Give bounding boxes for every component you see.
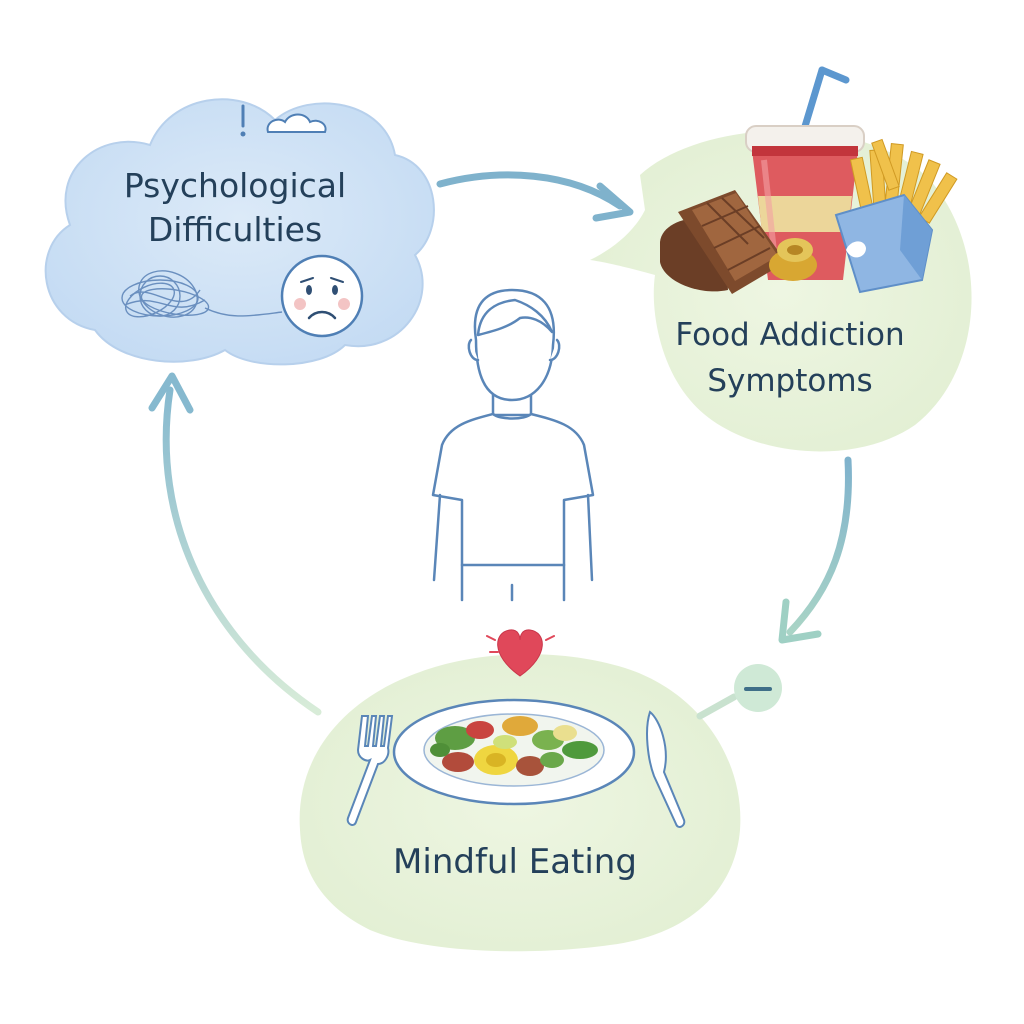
food-addiction-label: Food Addiction Symptoms xyxy=(640,312,940,404)
chocolate-icon xyxy=(660,190,786,294)
arrow-food-to-mindful xyxy=(778,456,852,644)
fork-icon xyxy=(346,715,394,826)
person-figure xyxy=(431,288,595,602)
knife-icon xyxy=(646,710,686,828)
arrow-psych-to-food xyxy=(436,171,634,222)
small-cloud-icon xyxy=(266,113,327,133)
arrow-mindful-to-psych xyxy=(148,372,322,716)
psychological-difficulties-cloud xyxy=(44,98,435,366)
food-addiction-bubble xyxy=(590,66,972,452)
food-addiction-line2: Symptoms xyxy=(707,363,873,399)
plate-icon xyxy=(392,698,636,806)
exclamation-icon xyxy=(240,104,246,137)
fries-icon xyxy=(834,138,958,294)
food-addiction-line1: Food Addiction xyxy=(675,317,905,353)
minus-badge-icon xyxy=(696,664,782,720)
pastry-icon xyxy=(769,238,817,281)
mindful-eating-bubble xyxy=(299,629,741,952)
heart-icon xyxy=(486,629,555,677)
sad-face-icon xyxy=(280,254,364,338)
tangled-thoughts-icon xyxy=(121,270,283,318)
psychological-difficulties-label: Psychological Difficulties xyxy=(70,164,400,252)
mindful-eating-label: Mindful Eating xyxy=(393,842,637,882)
psychological-line2: Difficulties xyxy=(147,210,323,249)
psychological-line1: Psychological xyxy=(123,166,347,205)
salad-icon xyxy=(430,716,598,776)
